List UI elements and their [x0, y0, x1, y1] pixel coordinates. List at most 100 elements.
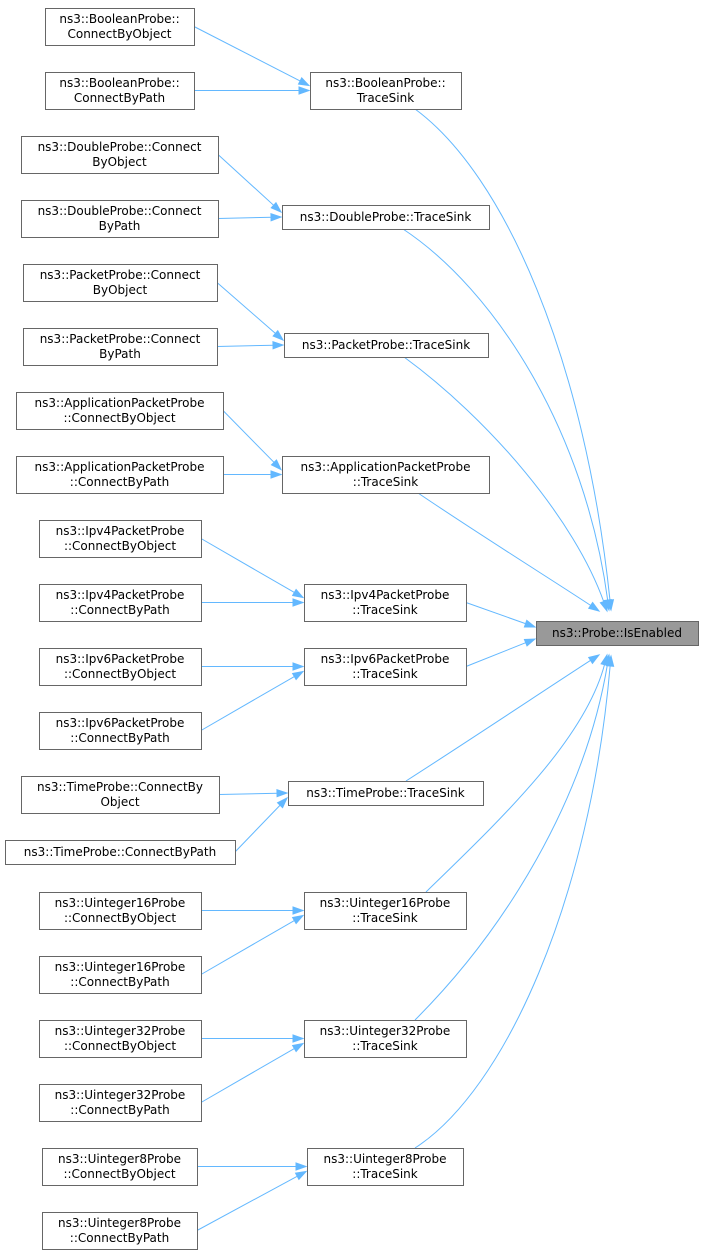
- arrow-head-icon: [297, 76, 311, 87]
- node-app_ts[interactable]: ns3::ApplicationPacketProbe::TraceSink: [282, 456, 490, 494]
- node-u32_cbo[interactable]: ns3::Uinteger32Probe::ConnectByObject: [39, 1020, 202, 1058]
- node-label-line: ns3::ApplicationPacketProbe: [301, 460, 471, 474]
- node-label-line: ::ConnectByObject: [64, 539, 176, 553]
- node-label-line: ::ConnectByPath: [70, 603, 169, 617]
- arrow-head-icon: [291, 1042, 305, 1053]
- node-bool_ts[interactable]: ns3::BooleanProbe::TraceSink: [310, 72, 462, 110]
- node-u8_ts[interactable]: ns3::Uinteger8Probe::TraceSink: [307, 1148, 464, 1186]
- node-label-line: ConnectByPath: [74, 91, 165, 105]
- node-dbl_cbp[interactable]: ns3::DoubleProbe::ConnectByPath: [21, 200, 219, 238]
- node-bool_cbo[interactable]: ns3::BooleanProbe::ConnectByObject: [45, 8, 195, 46]
- edge-line: [216, 282, 277, 335]
- node-label-line: ConnectByObject: [67, 27, 171, 41]
- node-box: [39, 584, 202, 622]
- node-label-line: ns3::ApplicationPacketProbe: [35, 396, 205, 410]
- edge-app_cbo-to-app_ts: [222, 410, 283, 471]
- node-label-line: ::ConnectByPath: [70, 1103, 169, 1117]
- node-label-line: ns3::TimeProbe::ConnectBy: [37, 780, 203, 794]
- node-pkt_cbp[interactable]: ns3::PacketProbe::ConnectByPath: [23, 328, 218, 366]
- node-box: [45, 8, 195, 46]
- arrow-head-icon: [587, 654, 601, 665]
- node-label-line: ns3::PacketProbe::Connect: [40, 268, 201, 282]
- edge-v4_cbp-to-v4_ts: [201, 598, 305, 607]
- node-app_cbo[interactable]: ns3::ApplicationPacketProbe::ConnectByOb…: [16, 392, 224, 430]
- edge-dbl_cbo-to-dbl_ts: [217, 154, 283, 214]
- node-u8_cbo[interactable]: ns3::Uinteger8Probe::ConnectByObject: [42, 1148, 198, 1186]
- node-label-line: ByPath: [99, 219, 141, 233]
- node-u32_ts[interactable]: ns3::Uinteger32Probe::TraceSink: [304, 1020, 467, 1058]
- node-box: [21, 200, 219, 238]
- node-label-line: ::TraceSink: [352, 1167, 417, 1181]
- node-label-line: ::TraceSink: [352, 1039, 417, 1053]
- node-label-line: ns3::Ipv4PacketProbe: [56, 524, 185, 538]
- node-label-line: ns3::Uinteger16Probe: [55, 960, 186, 974]
- node-dbl_cbo[interactable]: ns3::DoubleProbe::ConnectByObject: [21, 136, 219, 174]
- node-box: [16, 456, 224, 494]
- edges-layer: [193, 26, 615, 1231]
- node-label-line: ::ConnectByObject: [63, 411, 175, 425]
- node-time_ts[interactable]: ns3::TimeProbe::TraceSink: [288, 781, 484, 806]
- arrow-head-icon: [523, 619, 537, 628]
- edge-bool_ts-to-isenabled: [414, 108, 615, 612]
- node-time_cbo[interactable]: ns3::TimeProbe::ConnectByObject: [21, 776, 220, 814]
- node-u16_cbp[interactable]: ns3::Uinteger16Probe::ConnectByPath: [39, 956, 202, 994]
- node-label-line: ns3::Uinteger8Probe: [58, 1152, 181, 1166]
- node-box: [39, 892, 202, 930]
- node-box: [304, 1020, 467, 1058]
- edge-line: [405, 659, 592, 782]
- node-box: [536, 621, 699, 646]
- node-label-line: ::ConnectByPath: [70, 731, 169, 745]
- node-v4_cbo[interactable]: ns3::Ipv4PacketProbe::ConnectByObject: [39, 520, 202, 558]
- edge-line: [414, 108, 611, 602]
- edge-line: [414, 663, 609, 1021]
- node-u16_ts[interactable]: ns3::Uinteger16Probe::TraceSink: [304, 892, 467, 930]
- node-box: [42, 1148, 198, 1186]
- arrow-head-icon: [291, 588, 305, 599]
- edge-bool_cbp-to-bool_ts: [194, 86, 311, 95]
- arrow-head-icon: [292, 662, 305, 671]
- node-box: [304, 584, 467, 622]
- edge-line: [216, 344, 275, 347]
- edge-time_ts-to-isenabled: [405, 654, 601, 782]
- node-box: [39, 956, 202, 994]
- node-v4_ts[interactable]: ns3::Ipv4PacketProbe::TraceSink: [304, 584, 467, 622]
- node-pkt_cbo[interactable]: ns3::PacketProbe::ConnectByObject: [23, 264, 218, 302]
- root-node-isenabled[interactable]: ns3::Probe::IsEnabled: [536, 621, 699, 646]
- node-label-line: ns3::Uinteger16Probe: [55, 896, 186, 910]
- edge-u16_cbo-to-u16_ts: [201, 906, 305, 915]
- edge-line: [222, 410, 276, 464]
- node-box: [23, 264, 218, 302]
- arrow-head-icon: [291, 670, 305, 681]
- node-v6_cbo[interactable]: ns3::Ipv6PacketProbe::ConnectByObject: [39, 648, 202, 686]
- arrow-head-icon: [298, 86, 311, 95]
- node-box: [39, 648, 202, 686]
- node-box: [310, 72, 462, 110]
- node-v6_ts[interactable]: ns3::Ipv6PacketProbe::TraceSink: [304, 648, 467, 686]
- edge-line: [200, 538, 296, 594]
- node-v6_cbp[interactable]: ns3::Ipv6PacketProbe::ConnectByPath: [39, 712, 202, 750]
- edge-time_cbp-to-time_ts: [234, 796, 289, 853]
- node-dbl_ts[interactable]: ns3::DoubleProbe::TraceSink: [282, 205, 490, 230]
- node-label-line: ByObject: [93, 283, 148, 297]
- node-box: [39, 712, 202, 750]
- node-label-line: ns3::DoubleProbe::Connect: [38, 140, 202, 154]
- node-label-line: ns3::TimeProbe::TraceSink: [306, 786, 464, 800]
- edge-line: [425, 663, 606, 893]
- node-u16_cbo[interactable]: ns3::Uinteger16Probe::ConnectByObject: [39, 892, 202, 930]
- edge-v6_ts-to-isenabled: [465, 638, 537, 667]
- edge-app_ts-to-isenabled: [417, 492, 601, 612]
- edge-v6_cbo-to-v6_ts: [201, 662, 305, 671]
- edge-pkt_ts-to-isenabled: [403, 356, 608, 613]
- arrow-head-icon: [294, 1170, 308, 1181]
- node-app_cbp[interactable]: ns3::ApplicationPacketProbe::ConnectByPa…: [16, 456, 224, 494]
- node-time_cbp[interactable]: ns3::TimeProbe::ConnectByPath: [5, 840, 236, 865]
- node-label-line: ::ConnectByObject: [64, 667, 176, 681]
- node-u8_cbp[interactable]: ns3::Uinteger8Probe::ConnectByPath: [42, 1212, 198, 1250]
- node-v4_cbp[interactable]: ns3::Ipv4PacketProbe::ConnectByPath: [39, 584, 202, 622]
- edge-line: [465, 602, 527, 625]
- node-pkt_ts[interactable]: ns3::PacketProbe::TraceSink: [284, 333, 489, 358]
- node-label-line: ByPath: [99, 347, 141, 361]
- node-label-line: ns3::DoubleProbe::Connect: [38, 204, 202, 218]
- node-bool_cbp[interactable]: ns3::BooleanProbe::ConnectByPath: [45, 72, 195, 110]
- node-u32_cbp[interactable]: ns3::Uinteger32Probe::ConnectByPath: [39, 1084, 202, 1122]
